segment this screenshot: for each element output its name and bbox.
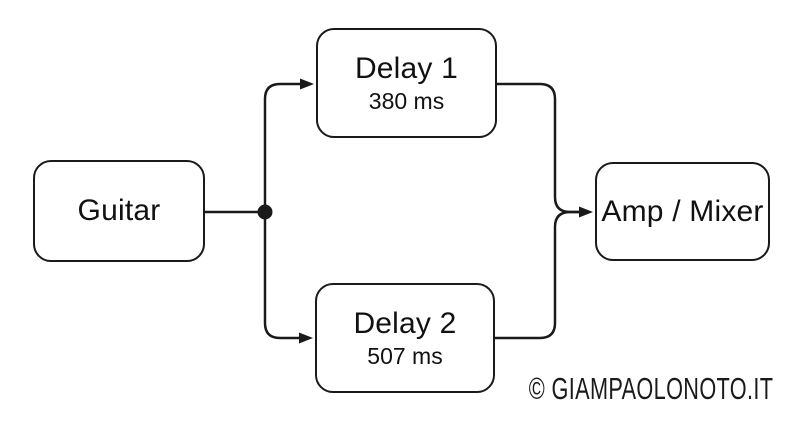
node-delay1-label: Delay 1 xyxy=(354,51,459,85)
connector-split-to-delay1 xyxy=(263,82,301,205)
node-amp-mixer: Amp / Mixer xyxy=(595,162,770,261)
connector-split-to-delay2 xyxy=(263,219,300,340)
node-guitar: Guitar xyxy=(33,160,205,262)
split-junction-dot xyxy=(257,204,273,220)
arrowhead-delay2-icon xyxy=(299,332,313,344)
node-delay1: Delay 1 380 ms xyxy=(316,28,497,138)
credit-watermark: © GIAMPAOLONOTO.IT xyxy=(528,371,773,406)
connector-delay1-to-amp xyxy=(497,82,580,214)
connector-delay2-to-amp xyxy=(495,210,580,340)
arrowhead-amp-icon xyxy=(579,206,593,218)
node-delay2-value: 507 ms xyxy=(367,342,443,369)
node-delay2-label: Delay 2 xyxy=(353,306,457,340)
arrowhead-delay1-icon xyxy=(300,78,314,90)
node-delay1-value: 380 ms xyxy=(368,87,445,114)
node-amp-mixer-label: Amp / Mixer xyxy=(601,194,764,228)
node-guitar-label: Guitar xyxy=(77,194,161,227)
node-delay2: Delay 2 507 ms xyxy=(315,283,495,393)
